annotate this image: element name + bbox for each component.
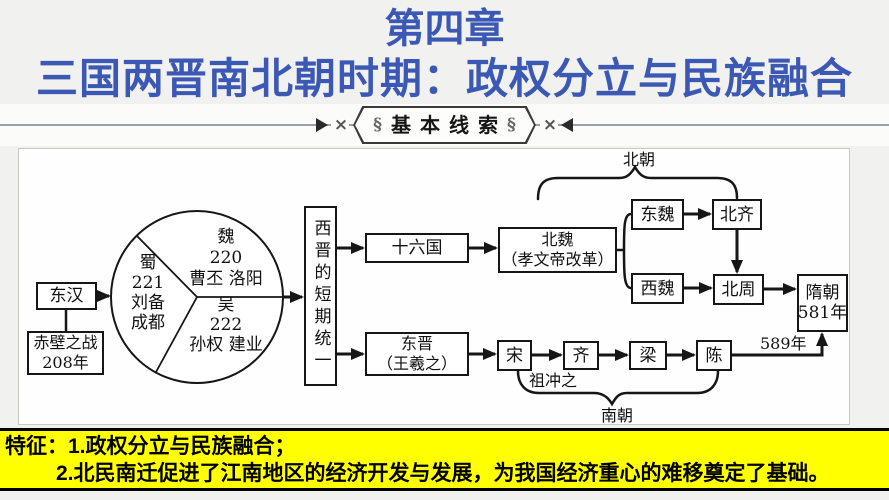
flowchart-panel: 东汉 赤壁之战 208年 魏 220 曹丕 洛阳 蜀 221 刘备 成都 吴 2… (18, 148, 850, 425)
feature-line-1: 特征：1.政权分立与民族融合； (5, 435, 296, 458)
banner-title: 基本线索 (391, 113, 507, 137)
feature-line-2: 2.北民南迁促进了江南地区的经济开发与发展，为我国经济重心的难移奠定了基础。 (56, 462, 830, 485)
south-dynasties-brace (516, 369, 720, 407)
node-liang: 梁 (629, 341, 667, 370)
arrow-right-icon (315, 118, 328, 132)
node-east-jin: 东晋 （王羲之） (365, 332, 469, 376)
node-east-han: 东汉 (36, 282, 97, 310)
chen-to-sui-arrow (732, 332, 828, 357)
curl-ornament-icon: § (373, 114, 382, 135)
node-qi: 齐 (563, 341, 599, 370)
pie-sector-wei: 魏 220 曹丕 洛阳 (189, 227, 263, 289)
node-song: 宋 (497, 340, 532, 371)
node-chibi-battle: 赤壁之战 208年 (27, 331, 104, 375)
cross-ornament-icon: × (330, 116, 350, 134)
node-chen: 陈 (696, 340, 732, 371)
node-north-wei: 北魏 （孝文帝改革） (498, 227, 617, 273)
pie-sector-shu: 蜀 221 刘备 成都 (131, 253, 165, 333)
pie-sector-wu: 吴 222 孙权 建业 (189, 295, 263, 355)
node-sixteen-kingdoms: 十六国 (365, 233, 469, 263)
banner-badge-inner: § 基本线索 § (355, 108, 534, 142)
cross-ornament-icon: × (539, 116, 559, 134)
node-north-qi: 北齐 (712, 199, 762, 230)
northwei-fork (617, 212, 632, 290)
pie-dividers (136, 235, 283, 373)
chapter-title: 第四章 (384, 5, 505, 52)
feature-banner: 特征：1.政权分立与民族融合； 2.北民南迁促进了江南地区的经济开发与发展，为我… (0, 428, 889, 491)
divider-row: × § 基本线索 § × (0, 104, 889, 146)
node-west-wei: 西魏 (631, 273, 684, 304)
label-zu-chongzhi: 祖冲之 (529, 371, 578, 390)
page-title: 三国两晋南北朝时期：政权分立与民族融合 (35, 54, 853, 103)
label-south-dynasties: 南朝 (600, 406, 633, 425)
node-sui: 隋朝 581年 (797, 274, 848, 332)
banner-badge: § 基本线索 § (353, 106, 536, 144)
section-divider: × § 基本线索 § × (0, 104, 889, 146)
label-589: 589年 (760, 334, 807, 353)
node-east-wei: 东魏 (631, 199, 684, 230)
north-dynasties-brace (536, 164, 739, 201)
curl-ornament-icon: § (507, 114, 516, 135)
node-north-zhou: 北周 (713, 274, 764, 305)
arrow-left-icon (561, 118, 574, 132)
node-west-jin: 西晋的短期统一 (304, 206, 337, 386)
label-north-dynasties: 北朝 (622, 150, 655, 169)
flow-connectors (64, 164, 828, 407)
